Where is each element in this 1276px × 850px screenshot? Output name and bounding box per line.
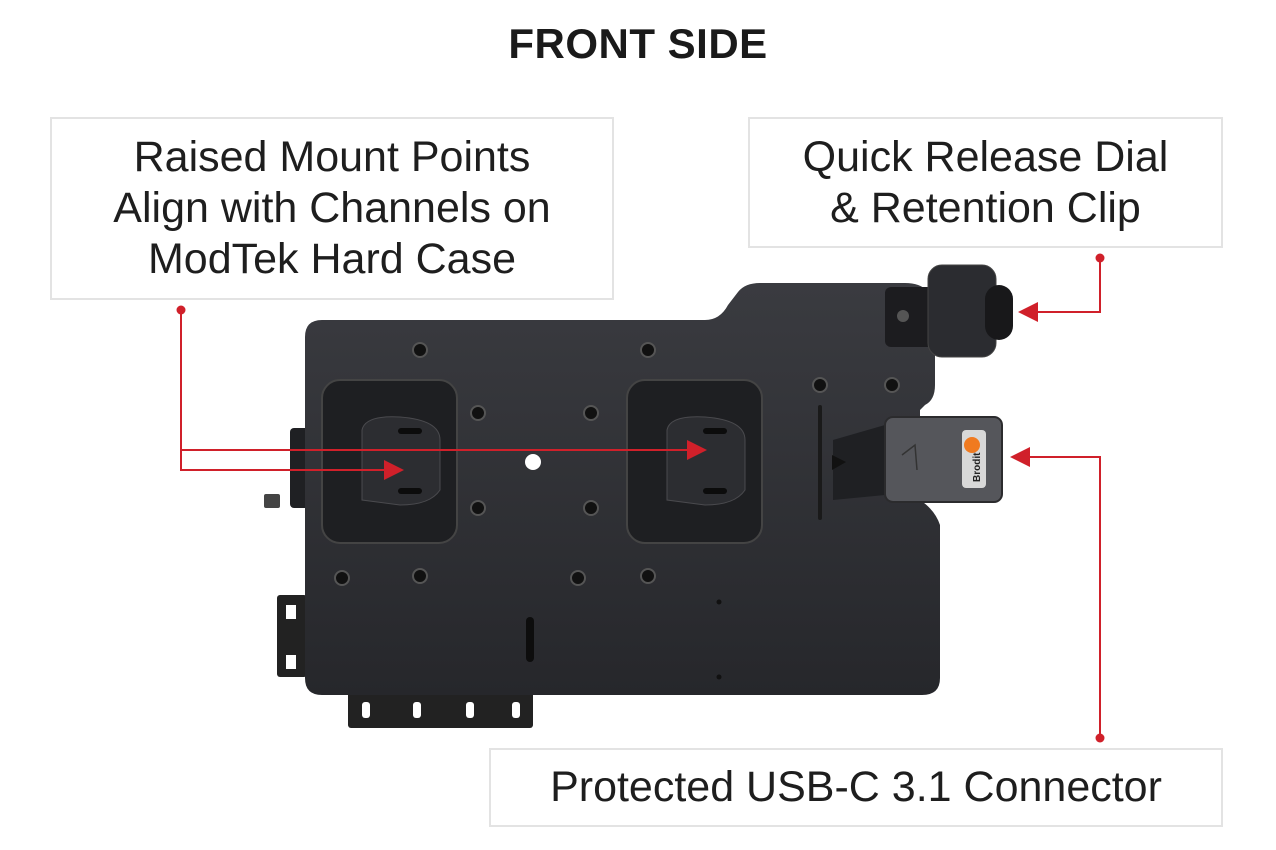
callout-text: & Retention Clip: [830, 183, 1141, 232]
svg-text:Brodit: Brodit: [972, 452, 983, 482]
leader-usb: [1010, 447, 1101, 738]
callout-usb-connector: Protected USB-C 3.1 Connector: [489, 748, 1223, 827]
callout-text: Protected USB-C 3.1 Connector: [550, 763, 1162, 811]
mounting-plate: [305, 283, 940, 695]
leader-dial: [1018, 258, 1101, 322]
center-hole: [525, 454, 541, 470]
callout-quick-release: Quick Release Dial & Retention Clip: [748, 117, 1223, 248]
callout-text: Quick Release Dial: [802, 132, 1169, 181]
page-title: FRONT SIDE: [508, 20, 768, 67]
slot: [526, 617, 534, 662]
mount-holes: [334, 342, 900, 586]
callout-text: Raised Mount Points: [133, 133, 531, 181]
leader-dots: [176, 253, 1105, 743]
leader-lines: [180, 258, 1101, 738]
raised-mount-point-right: [626, 379, 763, 544]
leader-mount-left: [180, 310, 404, 480]
usb-c-connector-cover: Brodit: [832, 416, 1003, 503]
quick-release-dial: [885, 264, 1013, 358]
side-bracket: [264, 428, 310, 677]
raised-mount-point-left: [321, 379, 458, 544]
groove: [818, 405, 822, 520]
callout-mount-points: Raised Mount Points Align with Channels …: [50, 117, 614, 300]
callout-text: Align with Channels on: [113, 184, 551, 232]
brodit-logo: Brodit: [962, 430, 986, 488]
callout-text: ModTek Hard Case: [147, 235, 517, 283]
bottom-bracket: [348, 690, 533, 728]
